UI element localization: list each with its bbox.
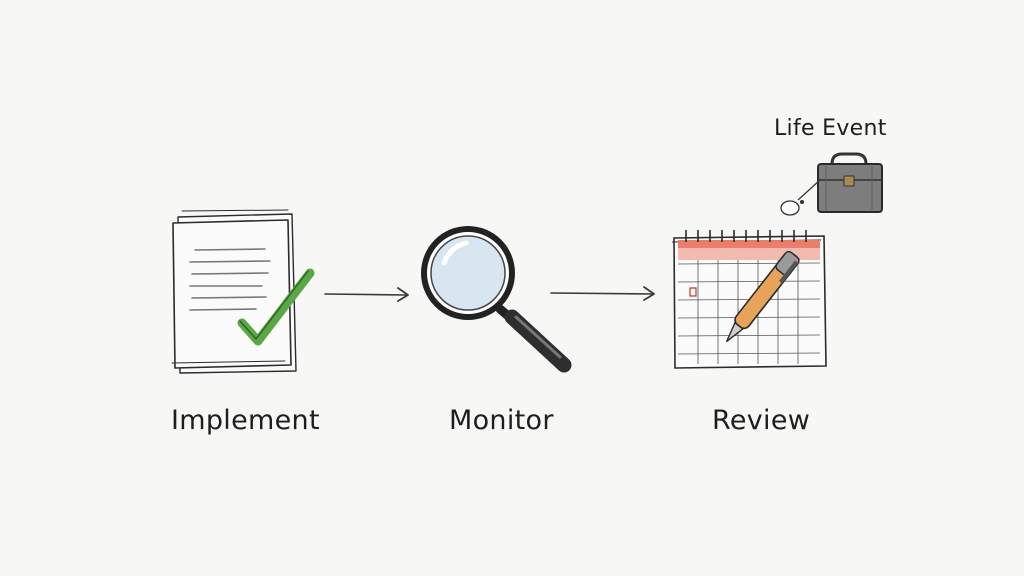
arrow-icon	[550, 286, 655, 301]
magnifying-glass-icon	[421, 226, 572, 373]
step-label-monitor: Monitor	[449, 405, 554, 436]
calendar-pen-icon	[671, 230, 827, 369]
document-checkmark-icon	[171, 209, 315, 374]
life-event-label: Life Event	[774, 116, 887, 141]
step-label-review: Review	[712, 405, 811, 436]
arrow-icon	[324, 287, 409, 302]
step-label-implement: Implement	[171, 405, 320, 436]
briefcase-icon	[780, 152, 883, 216]
